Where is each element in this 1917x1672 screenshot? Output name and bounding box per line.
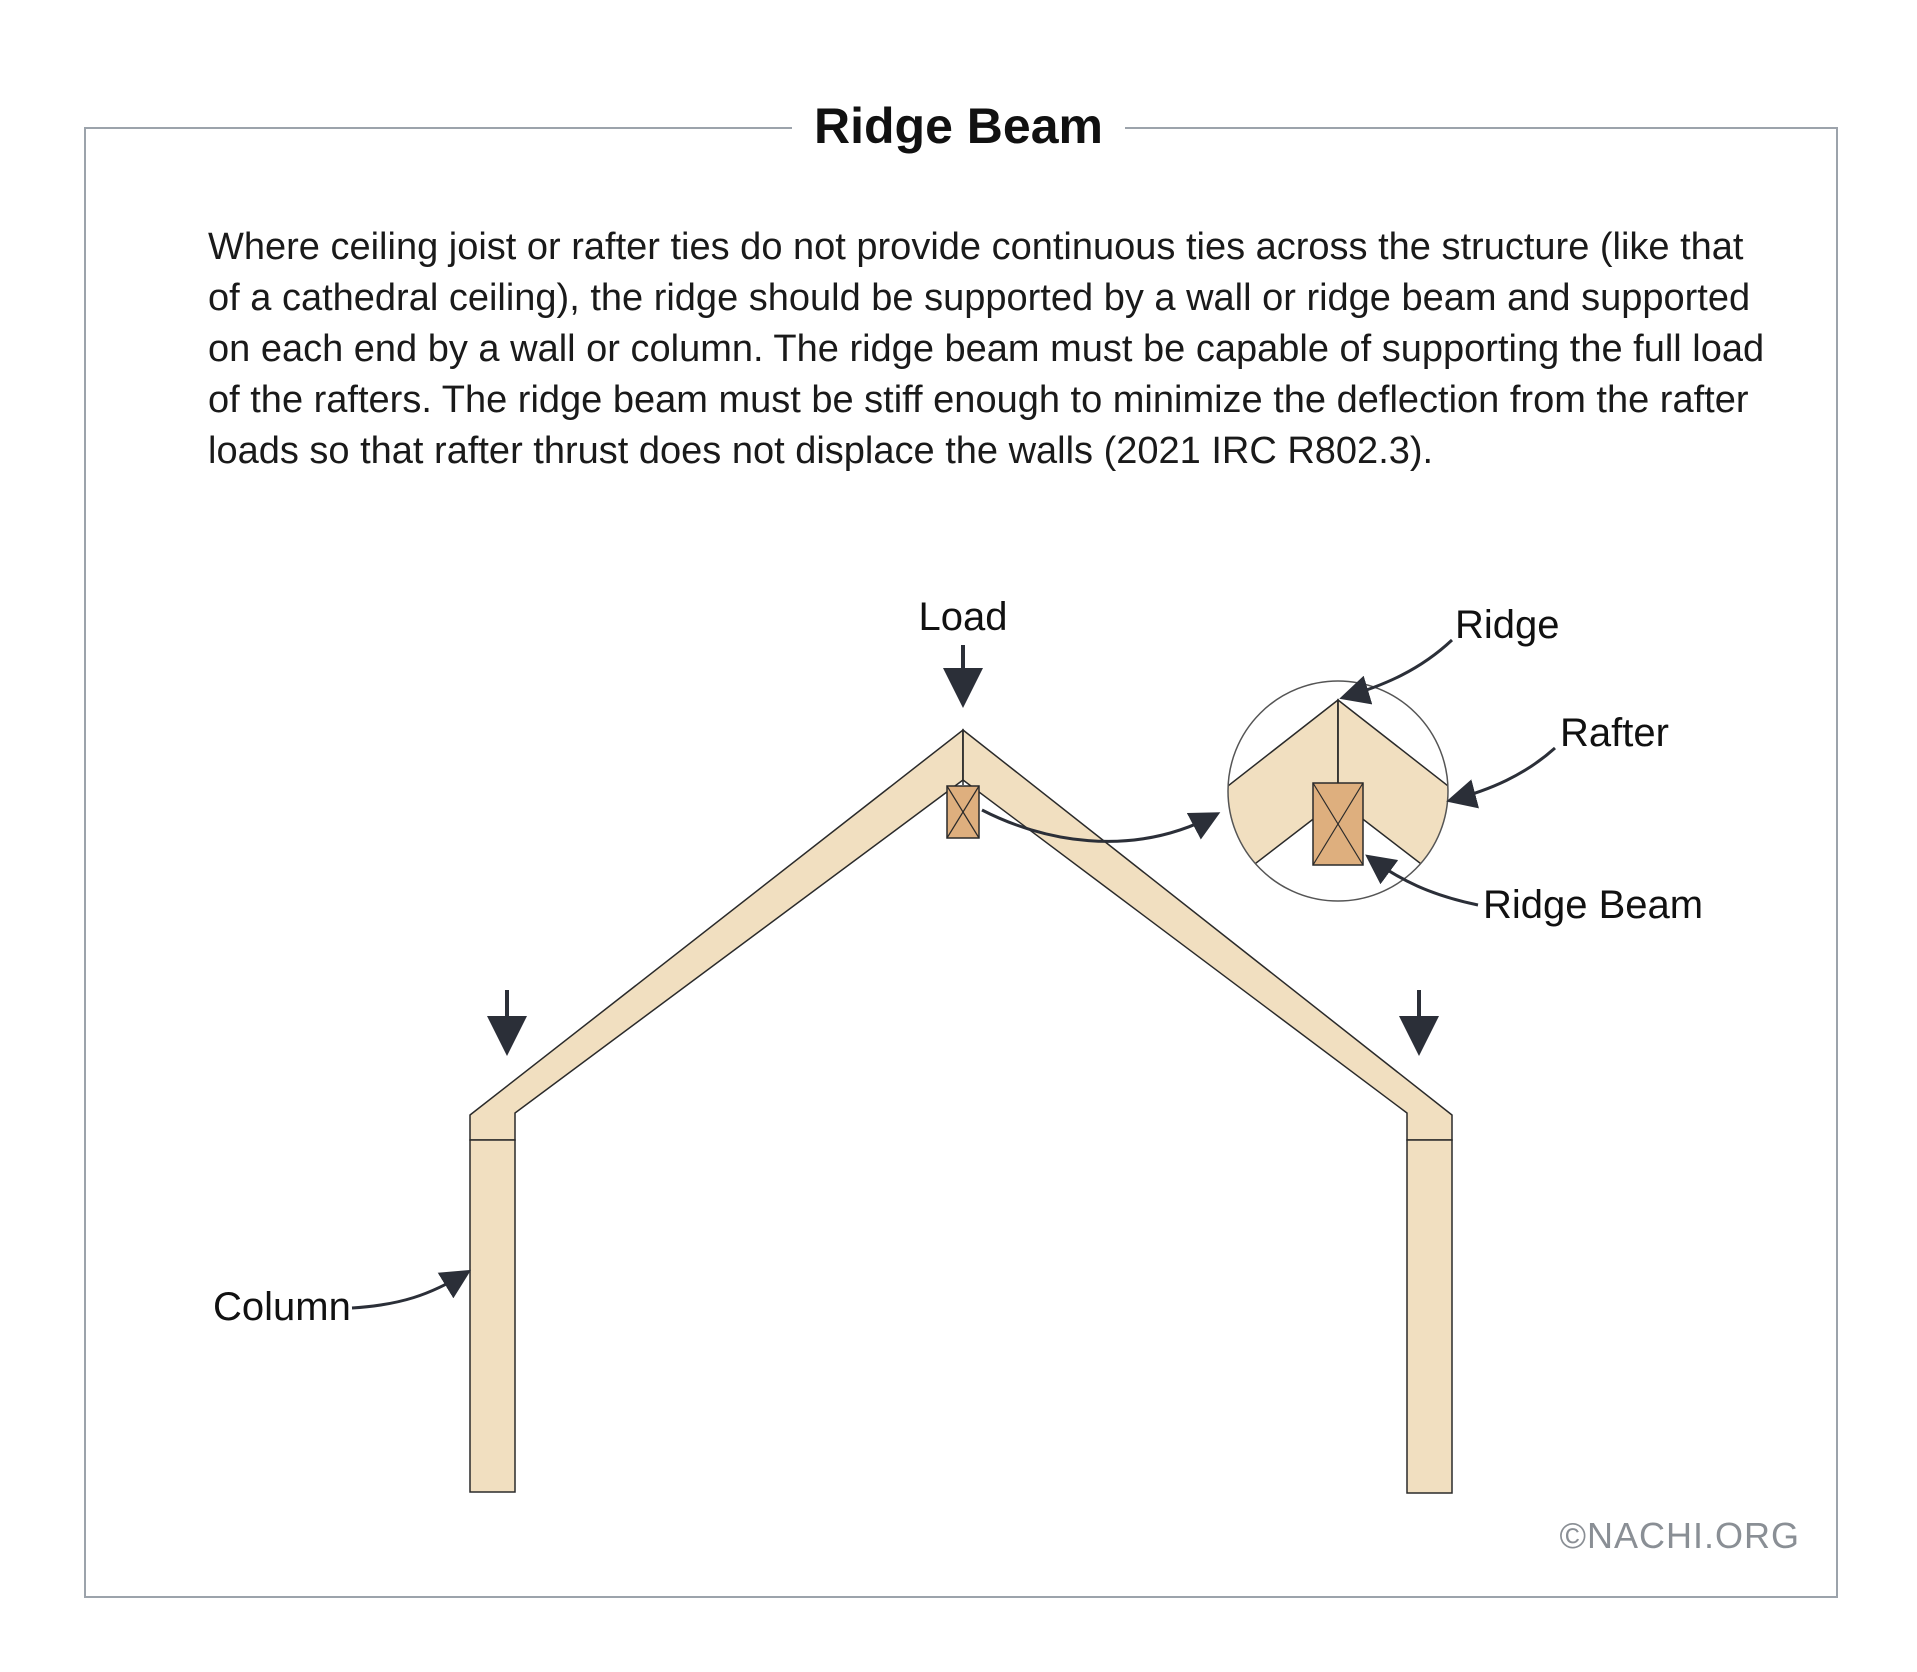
ridge-detail-circle bbox=[1227, 680, 1449, 902]
column-pointer-arrow bbox=[351, 1269, 472, 1310]
copyright-text: ©NACHI.ORG bbox=[1559, 1515, 1800, 1556]
ridge-pointer-arrow bbox=[1339, 638, 1454, 705]
left-column bbox=[469, 1139, 516, 1493]
detail-pointer-arrow bbox=[981, 808, 1221, 843]
ridge-beam-label: Ridge Beam bbox=[1483, 883, 1703, 927]
page-title: Ridge Beam bbox=[792, 90, 1125, 162]
description-text: Where ceiling joist or rafter ties do no… bbox=[208, 226, 1765, 472]
left-rafter bbox=[469, 728, 964, 1141]
ridge-label: Ridge bbox=[1455, 603, 1560, 647]
load-label: Load bbox=[919, 595, 1008, 639]
rafter-pointer-arrow bbox=[1446, 746, 1557, 809]
right-column bbox=[1406, 1139, 1453, 1494]
title-wrapper: Ridge Beam bbox=[0, 90, 1917, 162]
ridge-beam-pointer-arrow bbox=[1365, 854, 1479, 907]
detail-ridge-beam bbox=[1312, 782, 1364, 866]
column-label: Column bbox=[213, 1285, 351, 1329]
rafter-label: Rafter bbox=[1560, 711, 1669, 755]
ridge-beam-main bbox=[946, 785, 980, 839]
